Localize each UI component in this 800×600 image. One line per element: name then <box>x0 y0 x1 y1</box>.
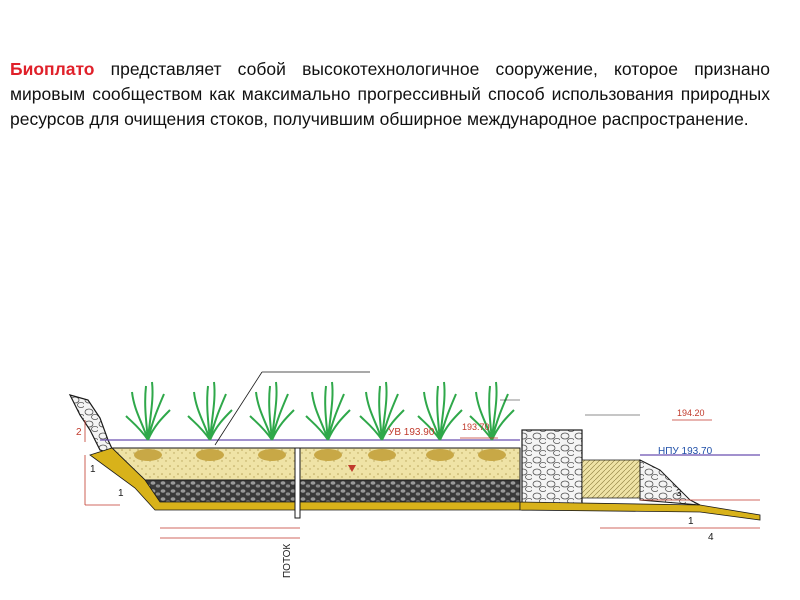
npu-label: НПУ 193.70 <box>658 446 713 457</box>
plant <box>305 381 351 441</box>
bioplateau-diagram: УВ 193.90 193.70 194.20 НПУ 193.70 ПОТОК… <box>68 371 761 578</box>
root-zones <box>134 449 506 461</box>
outlet-section <box>581 459 641 499</box>
dim-label: 4 <box>708 532 714 543</box>
dim-label: 1 <box>688 516 694 527</box>
level-a-label: 193.70 <box>462 422 490 432</box>
stone-structure <box>521 429 583 511</box>
dim-label: 3 <box>676 488 682 499</box>
water-level-label: УВ 193.90 <box>388 427 435 438</box>
intro-paragraph: Биоплато представляет собой высокотехнол… <box>10 57 770 132</box>
plant <box>469 381 515 441</box>
plants <box>125 381 515 441</box>
dim-label: 1 <box>118 488 124 499</box>
flow-label: ПОТОК <box>282 544 293 578</box>
level-b-label: 194.20 <box>677 408 705 418</box>
intro-text: представляет собой высокотехнологичное с… <box>10 59 770 129</box>
plant <box>359 381 405 441</box>
dim-label: 2 <box>76 427 82 438</box>
plant <box>249 381 295 441</box>
intro-term: Биоплато <box>10 59 95 79</box>
right-base-band <box>519 501 761 521</box>
right-slope <box>639 459 701 506</box>
leader-line <box>214 371 263 446</box>
flow-marker-icon <box>348 465 356 472</box>
gravel-layer <box>133 479 521 503</box>
dim-label: 1 <box>90 464 96 475</box>
plant <box>187 381 233 441</box>
vertical-pipe <box>294 447 301 519</box>
plant <box>417 381 463 441</box>
left-embankment <box>68 394 117 457</box>
dimension-lines <box>84 420 760 539</box>
plant <box>125 381 171 441</box>
